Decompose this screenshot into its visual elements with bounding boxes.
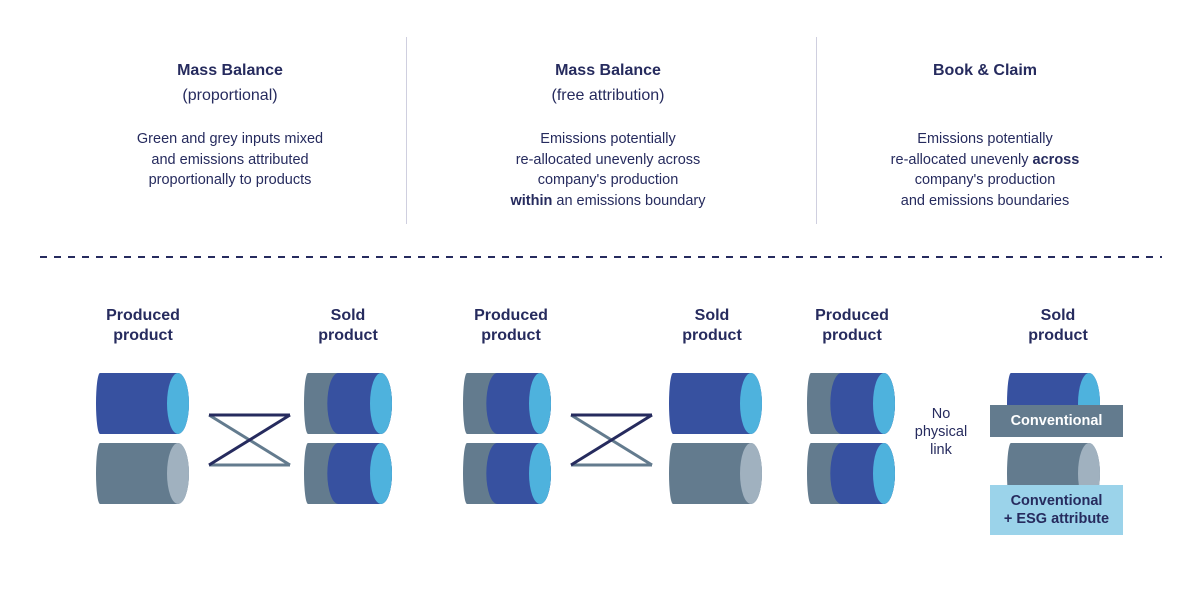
mixing-link-icon — [570, 413, 653, 467]
label-line: Sold — [1040, 307, 1076, 324]
mixed-product-cylinder — [463, 443, 551, 504]
description-line: within an emissions boundary — [458, 191, 758, 212]
grey-product-cylinder — [669, 443, 762, 504]
conventional-tag: Conventional — [990, 405, 1123, 437]
column-subtitle: (proportional) — [182, 87, 278, 104]
description-line: proportionally to products — [148, 172, 312, 188]
column-description: Emissions potentially re-allocated uneve… — [458, 129, 758, 211]
no-physical-link-label: No physical link — [903, 405, 979, 459]
mixed-product-cylinder — [463, 373, 551, 434]
label-line: product — [318, 327, 378, 344]
cylinder-body — [96, 373, 189, 434]
cylinder-end — [873, 443, 895, 504]
label-line: Produced — [815, 307, 889, 324]
produced-product-label: Produced product — [792, 306, 912, 346]
description-line: company's production — [537, 172, 679, 188]
cylinder-body — [96, 443, 189, 504]
description-line: company's production — [914, 172, 1056, 188]
cylinder-end — [167, 443, 189, 504]
sold-product-label: Sold product — [288, 306, 408, 346]
cylinder-end — [529, 373, 551, 434]
description-line: and emissions boundaries — [900, 192, 1070, 209]
cylinder-end — [167, 373, 189, 434]
label-line: + ESG attribute — [1003, 511, 1110, 527]
description-text: re-allocated unevenly — [890, 151, 1033, 168]
column-title: Mass Balance — [177, 62, 283, 79]
description-text: an emissions boundary — [552, 192, 706, 209]
label-line: product — [682, 327, 742, 344]
label-line: Sold — [330, 307, 366, 324]
description-line: Emissions potentially — [540, 131, 676, 147]
conventional-esg-tag: Conventional + ESG attribute — [990, 485, 1123, 535]
label-line: product — [481, 327, 541, 344]
cylinder-end — [370, 443, 392, 504]
mixed-product-cylinder — [807, 373, 896, 434]
label-line: Produced — [474, 307, 548, 324]
mixed-product-cylinder — [304, 443, 392, 504]
cylinder-end — [740, 443, 762, 504]
link-line — [570, 413, 653, 467]
dashed-separator — [40, 256, 1162, 258]
description-line: re-allocated unevenly across — [515, 151, 701, 168]
cylinder-body — [669, 373, 762, 434]
label-line: product — [1028, 327, 1088, 344]
label-line: No — [931, 406, 951, 422]
sold-product-label: Sold product — [652, 306, 772, 346]
produced-product-label: Produced product — [451, 306, 571, 346]
link-line — [208, 413, 291, 467]
description-line: re-allocated unevenly across — [835, 150, 1135, 171]
column-description: Green and grey inputs mixed and emission… — [80, 129, 380, 191]
column-description: Emissions potentially re-allocated uneve… — [835, 129, 1135, 211]
description-line: and emissions attributed — [151, 151, 309, 168]
column-book-and-claim: Book & Claim — [835, 58, 1135, 83]
cylinder-end — [370, 373, 392, 434]
label-line: Sold — [694, 307, 730, 324]
label-line: Produced — [106, 307, 180, 324]
description-line: Green and grey inputs mixed — [136, 131, 324, 147]
green-product-cylinder — [669, 373, 762, 434]
column-title: Book & Claim — [932, 62, 1037, 79]
description-line: Emissions potentially — [917, 131, 1053, 147]
label-line: link — [930, 442, 952, 458]
column-subtitle: (free attribution) — [551, 87, 665, 104]
cylinder-body — [669, 443, 762, 504]
label-line: Conventional — [1010, 493, 1103, 509]
column-mass-balance-proportional: Mass Balance (proportional) — [80, 58, 380, 108]
grey-product-cylinder — [96, 443, 189, 504]
emphasis: across — [1032, 151, 1080, 168]
emphasis: within — [510, 192, 553, 209]
cylinder-end — [873, 373, 895, 434]
sold-product-label: Sold product — [998, 306, 1118, 346]
mixing-link-icon — [208, 413, 291, 467]
mixed-product-cylinder — [807, 443, 896, 504]
column-divider — [406, 37, 407, 224]
green-product-cylinder — [96, 373, 189, 434]
label-line: product — [113, 327, 173, 344]
cylinder-end — [529, 443, 551, 504]
produced-product-label: Produced product — [83, 306, 203, 346]
label-line: product — [822, 327, 882, 344]
label-line: physical — [914, 424, 968, 440]
cylinder-end — [740, 373, 762, 434]
column-mass-balance-free-attribution: Mass Balance (free attribution) — [458, 58, 758, 108]
column-title: Mass Balance — [555, 62, 661, 79]
column-divider — [816, 37, 817, 224]
mixed-product-cylinder — [304, 373, 392, 434]
